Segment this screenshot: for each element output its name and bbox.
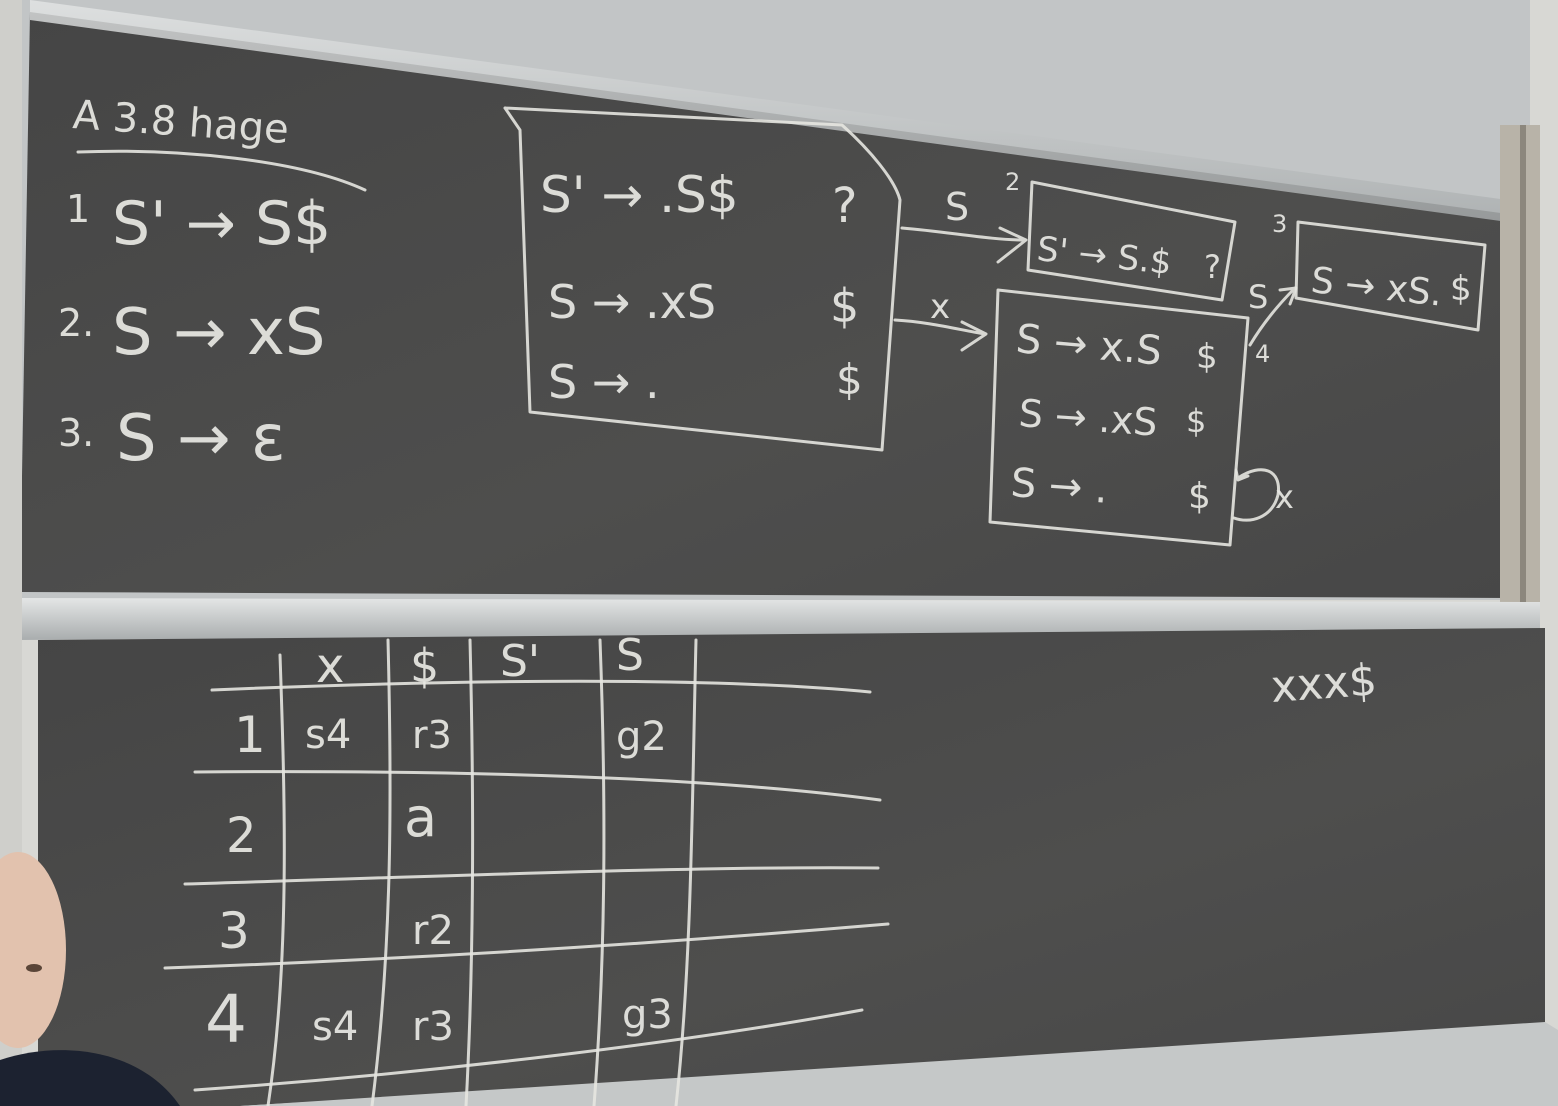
state-1-outline bbox=[503, 106, 902, 452]
person-eye bbox=[26, 964, 42, 972]
table-row-1-state: 1 bbox=[234, 706, 266, 764]
arrow-x-4-loop-label: x bbox=[1275, 478, 1294, 516]
rule-2-text: S → xS bbox=[112, 296, 325, 370]
table-hline-4 bbox=[163, 922, 890, 970]
table-row-2-dollar: a bbox=[404, 786, 437, 849]
state-1-item-2: S → .xS bbox=[548, 275, 716, 329]
table-header-sprime: S' bbox=[500, 636, 540, 687]
input-string: xxx$ bbox=[1269, 655, 1378, 713]
left-wall-edge bbox=[0, 0, 22, 1106]
table-vline-3 bbox=[464, 638, 475, 1106]
state-4-box: 4 S → x.S $ S → .xS $ S → . $ bbox=[988, 288, 1270, 547]
table-row-4-s: g3 bbox=[622, 992, 673, 1038]
table-hline-5 bbox=[193, 1008, 864, 1092]
table-vline-4 bbox=[592, 638, 606, 1106]
state-1-box: S' → .S$ ? S → .xS $ S → . $ bbox=[503, 106, 902, 452]
state-4-item-3: S → . bbox=[1009, 460, 1109, 513]
table-row-4-dollar: r3 bbox=[412, 1004, 454, 1050]
table-vline-2 bbox=[370, 638, 392, 1106]
state-3-outline bbox=[1294, 220, 1487, 332]
person-shoulders bbox=[0, 1050, 180, 1106]
state-1-item-3: S → . bbox=[548, 355, 660, 409]
state-4-item-2: S → .xS bbox=[1017, 391, 1159, 445]
rule-1-number: 1 bbox=[66, 187, 90, 231]
state-2-label: 2 bbox=[1005, 168, 1020, 196]
arrow-x-1-to-4 bbox=[893, 318, 988, 352]
table-row-2-state: 2 bbox=[226, 808, 257, 864]
table-row-4-x: s4 bbox=[312, 1004, 358, 1050]
state-4-outline bbox=[988, 288, 1250, 547]
table-hline-2 bbox=[193, 770, 882, 802]
state-4-la-1: $ bbox=[1196, 337, 1218, 377]
table-row-3-dollar: r2 bbox=[412, 908, 454, 954]
state-4-la-2: $ bbox=[1186, 402, 1206, 440]
state-4-label: 4 bbox=[1255, 340, 1270, 368]
arrow-x-1-to-4-label: x bbox=[930, 287, 950, 327]
arrow-s-4-to-3-label: S bbox=[1248, 278, 1268, 316]
rule-1-text: S' → S$ bbox=[112, 189, 331, 259]
grammar-underline bbox=[76, 149, 367, 192]
bottom-board-rail bbox=[240, 1022, 1558, 1106]
grammar-block: A 3.8 hage 1 S' → S$ 2. S → xS 3. S → ε bbox=[58, 92, 367, 476]
state-1-la-2: $ bbox=[830, 279, 859, 333]
person-face bbox=[0, 852, 66, 1048]
parse-table: x $ S' S 1 s4 r3 g2 2 a 3 r2 4 s4 r3 g3 bbox=[163, 630, 890, 1106]
table-hline-1 bbox=[210, 679, 872, 694]
middle-rail bbox=[18, 598, 1540, 640]
table-row-1-s: g2 bbox=[616, 714, 667, 760]
arrow-s-1-to-2-label: S bbox=[945, 185, 969, 229]
state-4-la-3: $ bbox=[1188, 476, 1211, 517]
arrow-x-4-loop bbox=[1232, 468, 1280, 522]
state-1-la-3: $ bbox=[836, 355, 863, 404]
top-board-rail bbox=[30, 0, 1508, 222]
state-3-la-1: $ bbox=[1450, 269, 1472, 309]
board-post-shadow bbox=[1520, 125, 1526, 605]
table-row-1-x: s4 bbox=[305, 712, 351, 758]
state-1-la-1: ? bbox=[832, 178, 857, 234]
table-header-dollar: $ bbox=[410, 639, 439, 693]
arrow-s-1-to-2 bbox=[900, 226, 1028, 264]
rule-2-number: 2. bbox=[58, 301, 94, 345]
table-vline-5 bbox=[674, 638, 698, 1106]
top-board bbox=[20, 12, 1510, 598]
rule-3-text: S → ε bbox=[116, 402, 286, 476]
table-row-1-dollar: r3 bbox=[412, 713, 452, 757]
table-header-s: S bbox=[616, 630, 644, 681]
state-3-box: 3 S → xS. $ bbox=[1272, 210, 1487, 332]
state-1-item-1: S' → .S$ bbox=[540, 166, 739, 224]
arrow-s-4-to-3 bbox=[1248, 286, 1298, 347]
table-row-4-state: 4 bbox=[205, 981, 247, 1058]
state-3-label: 3 bbox=[1272, 210, 1287, 238]
table-row-3-state: 3 bbox=[218, 902, 250, 960]
rule-3-number: 3. bbox=[58, 411, 94, 455]
table-header-x: x bbox=[316, 638, 344, 694]
state-2-la-1: ? bbox=[1204, 248, 1221, 286]
table-hline-3 bbox=[183, 866, 880, 886]
person-head bbox=[0, 852, 180, 1106]
state-2-outline bbox=[1026, 180, 1237, 302]
